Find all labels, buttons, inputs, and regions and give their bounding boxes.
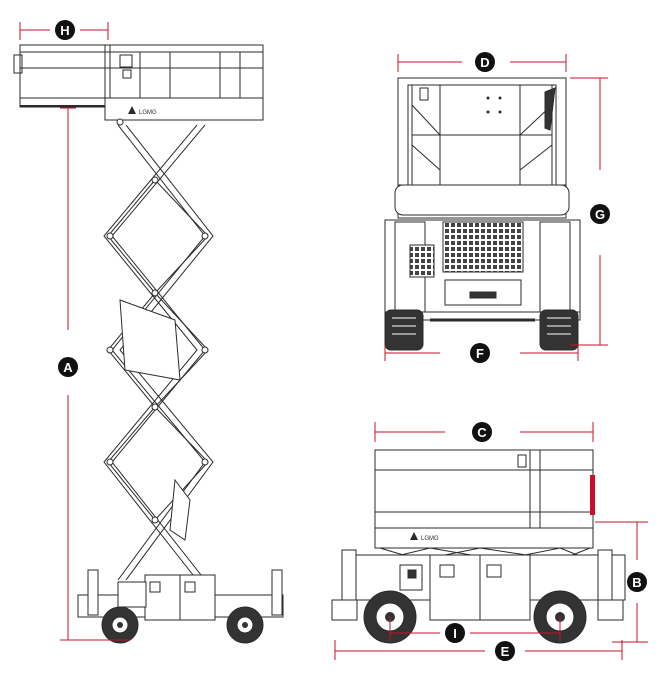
stowed-brand-logo-triangle bbox=[410, 532, 418, 540]
badge-c: C bbox=[472, 422, 492, 442]
svg-text:E: E bbox=[501, 644, 510, 659]
badge-h: H bbox=[55, 20, 75, 40]
brand-logo-text: LGMG bbox=[139, 110, 157, 116]
badge-b: B bbox=[627, 572, 647, 592]
svg-text:F: F bbox=[476, 346, 484, 361]
badge-g: G bbox=[590, 204, 610, 224]
stowed-brand-logo-text: LGMG bbox=[421, 536, 439, 542]
svg-text:C: C bbox=[477, 425, 487, 440]
badge-f: F bbox=[470, 343, 490, 363]
extended-front-wheel bbox=[226, 606, 264, 644]
svg-text:I: I bbox=[453, 626, 457, 641]
brand-logo-triangle bbox=[128, 106, 136, 114]
svg-text:H: H bbox=[60, 23, 69, 38]
svg-text:G: G bbox=[595, 207, 605, 222]
svg-text:D: D bbox=[480, 55, 489, 70]
dimension-badges: H A D G F C B I bbox=[55, 20, 647, 661]
badge-a: A bbox=[58, 357, 78, 377]
badge-d: D bbox=[475, 52, 495, 72]
svg-text:B: B bbox=[632, 575, 641, 590]
extended-chassis bbox=[77, 569, 284, 644]
badge-e: E bbox=[495, 641, 515, 661]
front-view bbox=[384, 77, 581, 351]
extended-rear-wheel bbox=[101, 606, 139, 644]
badge-i: I bbox=[445, 623, 465, 643]
scissor-arms bbox=[103, 118, 214, 581]
dimension-lines bbox=[19, 22, 648, 660]
side-view-stowed: LGMG bbox=[331, 449, 626, 644]
side-view-extended: LGMG bbox=[13, 44, 284, 644]
svg-text:A: A bbox=[63, 360, 73, 375]
extended-platform: LGMG bbox=[13, 44, 264, 121]
